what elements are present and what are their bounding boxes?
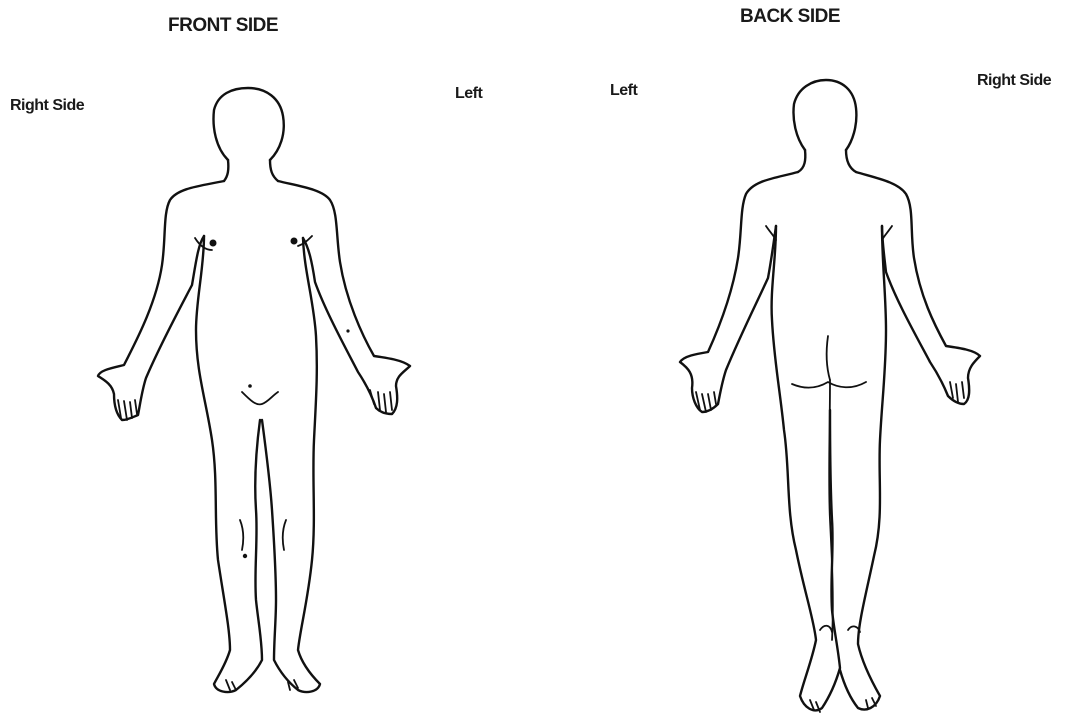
front-neck: [224, 160, 278, 181]
back-neck: [798, 150, 856, 172]
front-groin-line: [242, 392, 278, 404]
front-navel-mark: [248, 384, 252, 388]
back-shoulder-lines: [766, 226, 892, 240]
front-body-figure: [98, 88, 410, 692]
back-torso-right-leg-outline: [840, 226, 886, 710]
front-left-nipple: [291, 238, 298, 245]
front-head: [214, 88, 284, 160]
back-spine-line: [827, 336, 830, 380]
front-leg-mark: [243, 554, 247, 558]
back-buttocks-line: [792, 382, 866, 388]
front-arm-mark: [346, 329, 349, 332]
back-ankle-marks: [820, 626, 860, 632]
front-torso-left-leg-outline: [196, 236, 262, 692]
back-body-figure: [680, 80, 980, 712]
front-left-hand-fingers: [370, 390, 392, 412]
front-torso-right-leg-outline: [262, 238, 320, 692]
back-head: [793, 80, 856, 150]
back-left-arm-outline: [680, 172, 798, 412]
front-left-arm-outline: [278, 181, 410, 414]
back-right-arm-outline: [856, 172, 980, 404]
front-right-nipple: [210, 240, 217, 247]
front-knee-marks: [240, 520, 286, 550]
front-right-arm-outline: [98, 181, 224, 420]
